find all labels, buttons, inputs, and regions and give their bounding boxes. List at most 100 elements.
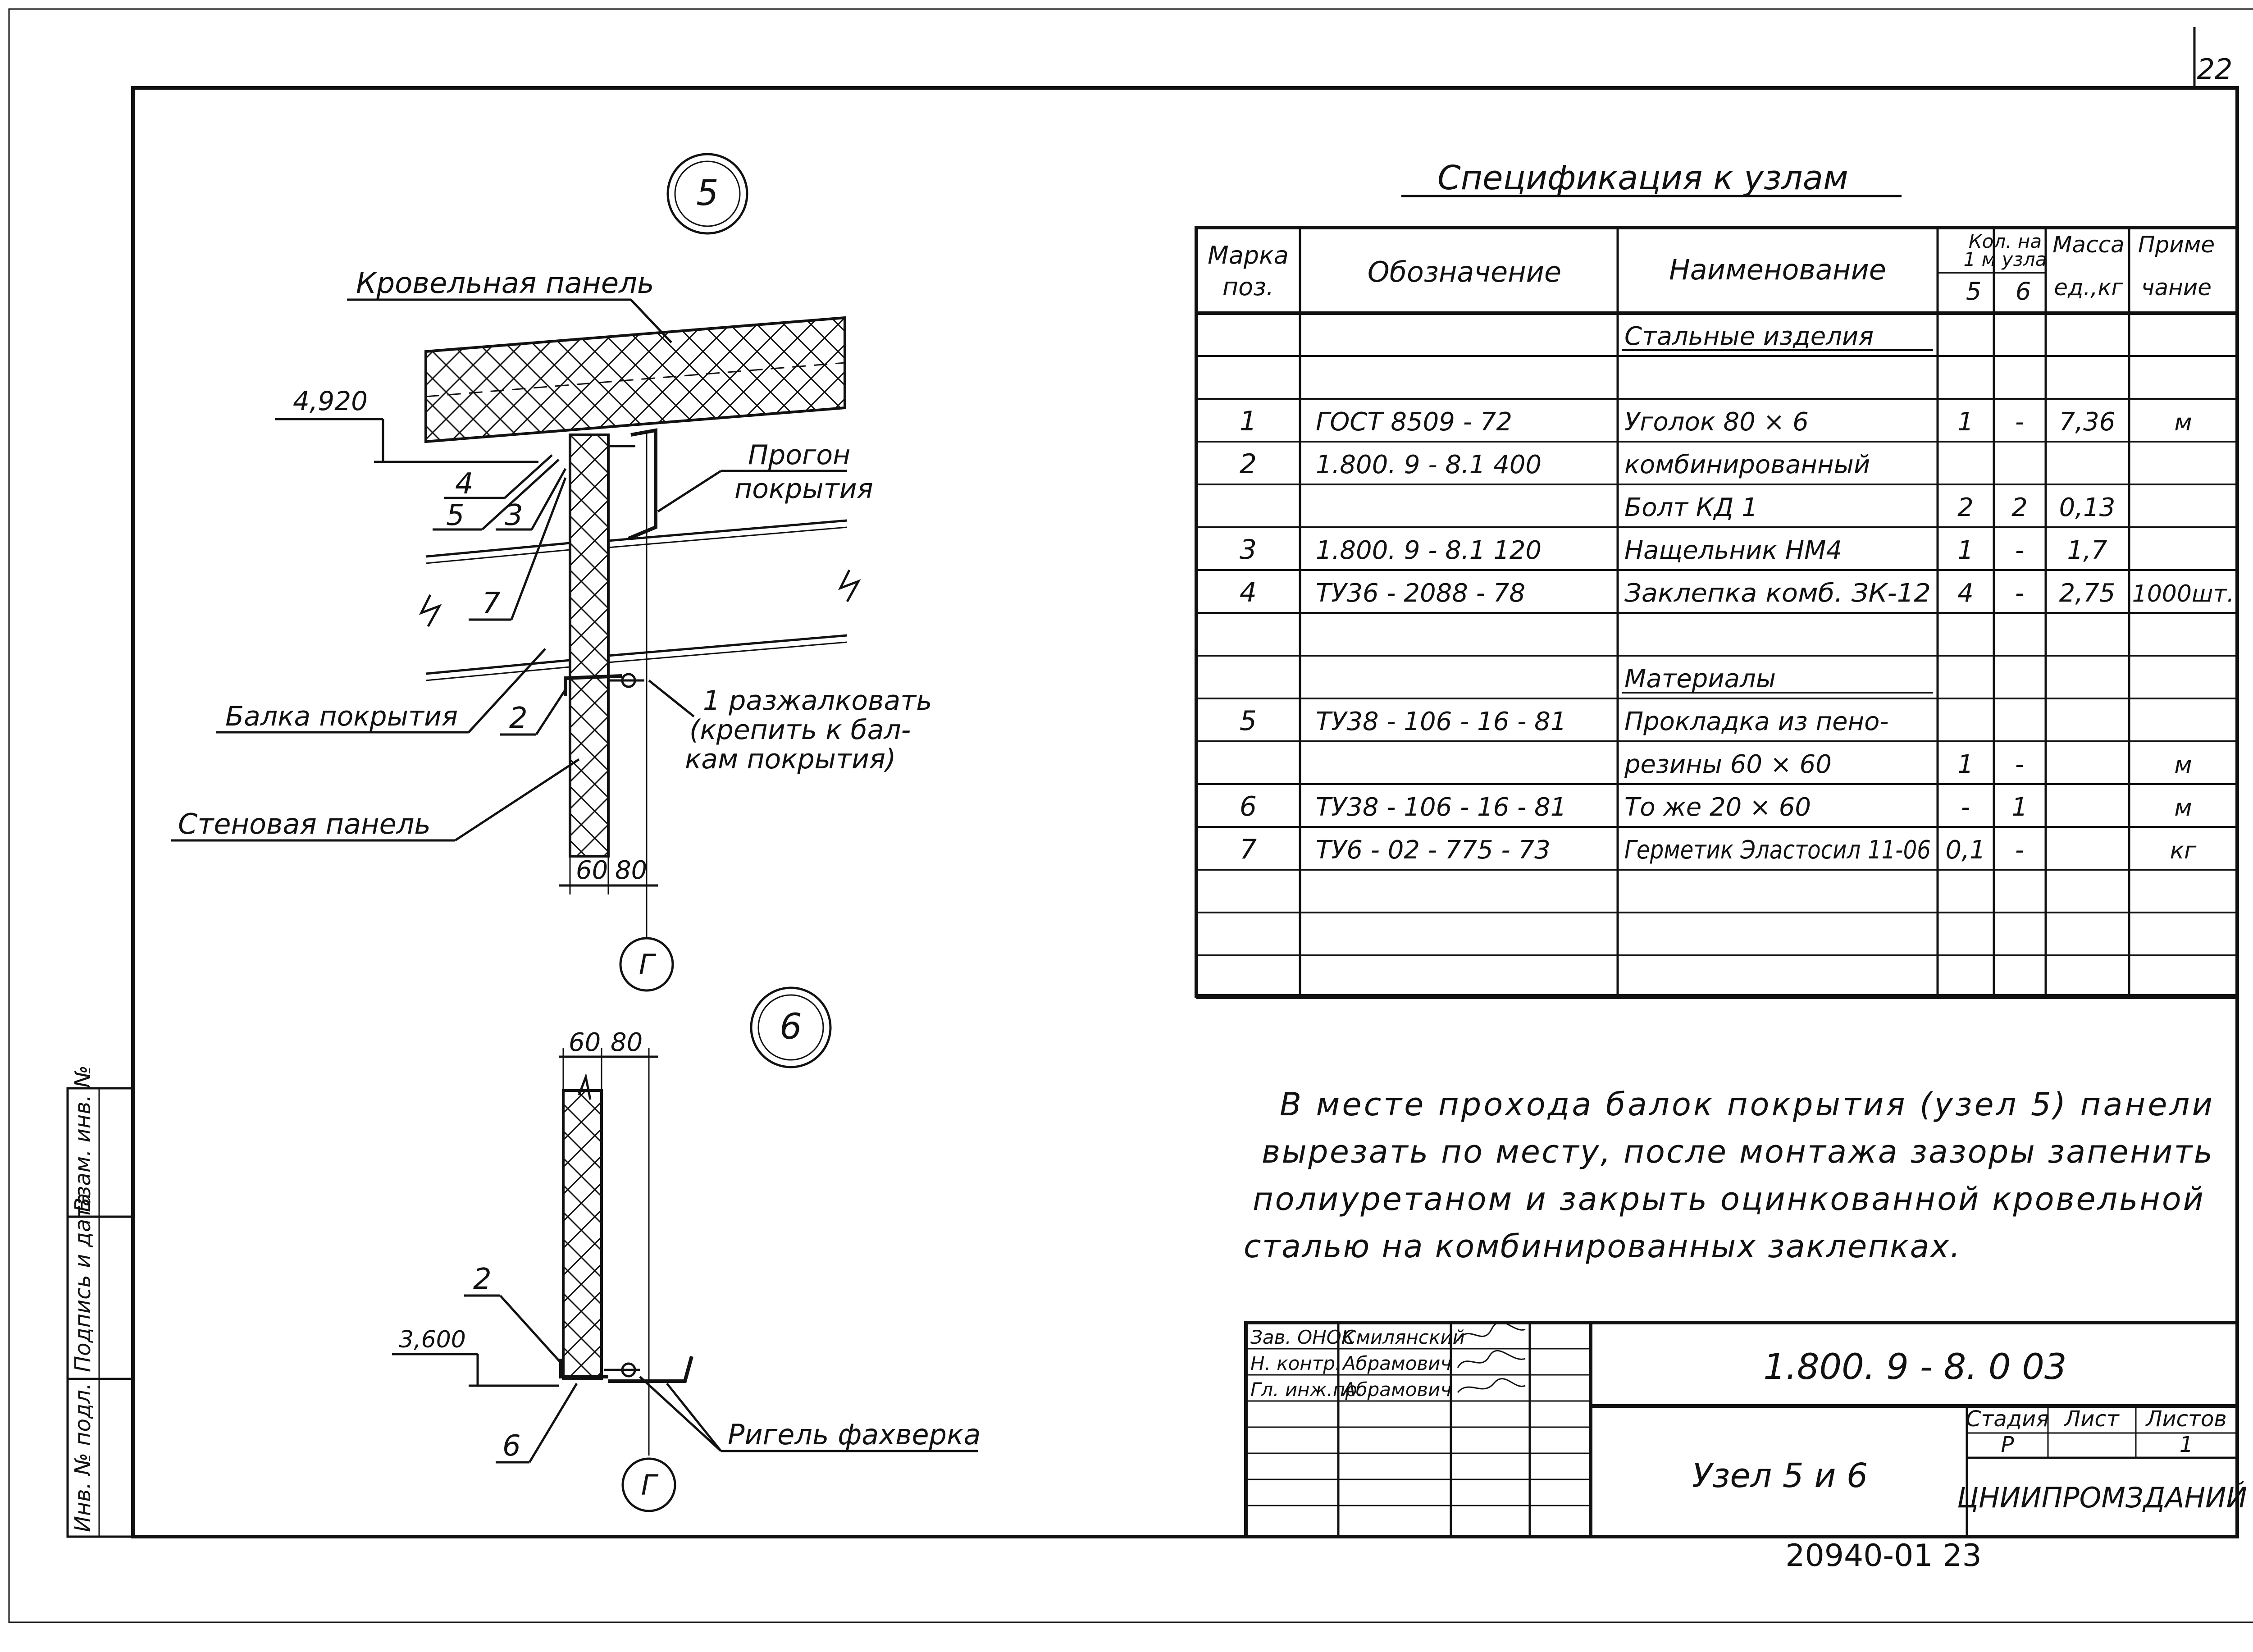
girder-leader-2 bbox=[666, 1383, 722, 1452]
beam-bot-line-2 bbox=[425, 666, 570, 681]
hdr-mass-1: Масса bbox=[2052, 232, 2124, 258]
spec-cell-name: Болт КД 1 bbox=[1624, 493, 1758, 522]
wall-panel-leader bbox=[454, 758, 580, 842]
beam-bot-line-3 bbox=[608, 634, 848, 657]
spec-cell-q6: - bbox=[2015, 835, 2024, 865]
callout-5-leader bbox=[481, 459, 560, 530]
purlin-label-1: Прогон bbox=[748, 439, 850, 471]
spec-cell-name: Уголок 80 × 6 bbox=[1624, 407, 1809, 437]
girder-leader-1 bbox=[639, 1376, 722, 1452]
beam-leader bbox=[468, 648, 546, 733]
signature-2 bbox=[1457, 1350, 1526, 1368]
unroll-note-3: кам покрытия) bbox=[685, 744, 896, 775]
girder-label: Ригель фахверка bbox=[728, 1418, 981, 1451]
spec-cell-name: Нащельник НМ4 bbox=[1624, 536, 1842, 565]
node-6-callout-2: 2 bbox=[473, 1263, 492, 1296]
tb-organization: ЦНИИПРОМЗДАНИЙ bbox=[1957, 1481, 2247, 1514]
hdr-mass-2: ед.,кг bbox=[2054, 274, 2123, 301]
node-5-elevation: 4,920 bbox=[293, 386, 368, 416]
node-6-dim-80: 80 bbox=[611, 1028, 643, 1057]
spec-cell-q6: - bbox=[2015, 536, 2024, 565]
roof-panel bbox=[424, 316, 846, 443]
spec-cell-q6: 1 bbox=[2011, 793, 2028, 822]
node-5-dim-80: 80 bbox=[615, 856, 647, 885]
spec-cell-des: ТУ38 - 106 - 16 - 81 bbox=[1316, 707, 1566, 736]
signature-3 bbox=[1457, 1378, 1526, 1393]
node-5-circle-outer bbox=[666, 153, 748, 235]
spec-cell-name: Заклепка комб. ЗК-12 bbox=[1624, 579, 1931, 608]
node-5-axis-bubble bbox=[619, 937, 674, 992]
tb-sheets-header: Листов bbox=[2145, 1406, 2226, 1432]
tb-stage-value: Р bbox=[2001, 1432, 2014, 1457]
tb-signer-role-3: Гл. инж.пр. bbox=[1250, 1378, 1363, 1401]
beam-top-line-4 bbox=[608, 526, 848, 548]
side-stamp-inv-no: Инв. № подл. bbox=[70, 1383, 96, 1532]
hdr-qty-6: 6 bbox=[2016, 277, 2031, 306]
spec-cell-q5: 1 bbox=[1957, 750, 1974, 779]
hdr-qty-5: 5 bbox=[1966, 277, 1981, 306]
node-6-elevation: 3,600 bbox=[399, 1326, 466, 1353]
unroll-leader bbox=[648, 680, 695, 717]
node-5-label: 5 bbox=[696, 173, 719, 214]
girder-profile bbox=[608, 1355, 693, 1383]
spec-cell-name: комбинированный bbox=[1624, 450, 1870, 479]
spec-cell-q6: - bbox=[2015, 407, 2024, 437]
beam-break-left bbox=[419, 594, 442, 627]
spec-cell-q6: - bbox=[2015, 750, 2024, 779]
hdr-name: Наименование bbox=[1669, 253, 1886, 286]
hdr-qty-2: 1 м узла bbox=[1964, 248, 2047, 270]
tb-signer-name-3: Абрамович bbox=[1341, 1378, 1451, 1401]
node-6-callout-6: 6 bbox=[502, 1429, 521, 1463]
spec-cell-pos: 6 bbox=[1240, 791, 1257, 822]
spec-grid-lines bbox=[1196, 228, 2237, 999]
side-stamp-replace-inv: Взам. инв. № bbox=[70, 1065, 96, 1212]
tb-signer-role-2: Н. контр. bbox=[1250, 1352, 1341, 1374]
beam-bot-line-4 bbox=[608, 641, 848, 663]
spec-cell-pos: 1 bbox=[1240, 406, 1257, 437]
spec-cell-q6: - bbox=[2015, 579, 2024, 608]
unroll-note-2: (крепить к бал- bbox=[689, 714, 911, 746]
spec-cell-q5: 2 bbox=[1957, 493, 1974, 522]
inner-frame bbox=[131, 86, 2239, 1538]
spec-cell-name: Герметик Эластосил 11-06 bbox=[1624, 835, 1931, 865]
tb-stage-header: Стадия bbox=[1966, 1406, 2049, 1432]
spec-table-frame bbox=[1195, 226, 2239, 998]
tb-sheets-value: 1 bbox=[2180, 1432, 2194, 1457]
node-6-dim-60: 60 bbox=[569, 1028, 601, 1057]
side-stamp: Инв. № подл. Подпись и дата Взам. инв. № bbox=[66, 1065, 134, 1538]
purlin-leader bbox=[657, 470, 722, 513]
node-5-circle-inner bbox=[674, 160, 741, 227]
beam-top-line-3 bbox=[608, 519, 848, 542]
node-6-axis-label: Г bbox=[641, 1469, 659, 1501]
node-6-axis-bubble bbox=[621, 1457, 676, 1512]
title-block-frame bbox=[1244, 1321, 2239, 1538]
note-paragraph: В месте прохода балок покрытия (узел 5) … bbox=[1244, 1086, 2212, 1265]
spec-cell-name: Стальные изделия bbox=[1624, 322, 1874, 351]
spec-cell-des: ГОСТ 8509 - 72 bbox=[1316, 407, 1512, 437]
spec-cell-note: 1000шт. bbox=[2132, 580, 2235, 607]
spec-cell-pos: 2 bbox=[1240, 448, 1257, 480]
spec-cell-pos: 5 bbox=[1240, 705, 1257, 737]
spec-cell-mass: 7,36 bbox=[2059, 407, 2116, 437]
node-6-circle-inner bbox=[757, 994, 824, 1061]
spec-cell-q5: 1 bbox=[1957, 536, 1974, 565]
spec-cell-name: Материалы bbox=[1624, 664, 1776, 694]
roof-panel-leader bbox=[630, 299, 672, 343]
spec-cell-note: м bbox=[2174, 409, 2192, 436]
node-6-callout-6-leader bbox=[528, 1383, 578, 1463]
spec-cell-name: резины 60 × 60 bbox=[1624, 750, 1832, 779]
purlin-profile bbox=[628, 428, 657, 540]
tb-signer-name-1: Смилянский bbox=[1343, 1326, 1465, 1348]
spec-cell-des: ТУ38 - 106 - 16 - 81 bbox=[1316, 793, 1566, 822]
node-5-axis-label: Г bbox=[639, 948, 657, 981]
roof-panel-axis bbox=[425, 362, 845, 397]
beam-label: Балка покрытия bbox=[225, 701, 458, 732]
spec-cell-pos: 7 bbox=[1240, 834, 1257, 865]
tb-sheet-header: Лист bbox=[2063, 1406, 2120, 1432]
callout-4-leader bbox=[504, 454, 553, 499]
callout-3: 3 bbox=[505, 499, 523, 532]
spec-cell-name: То же 20 × 60 bbox=[1624, 793, 1811, 822]
